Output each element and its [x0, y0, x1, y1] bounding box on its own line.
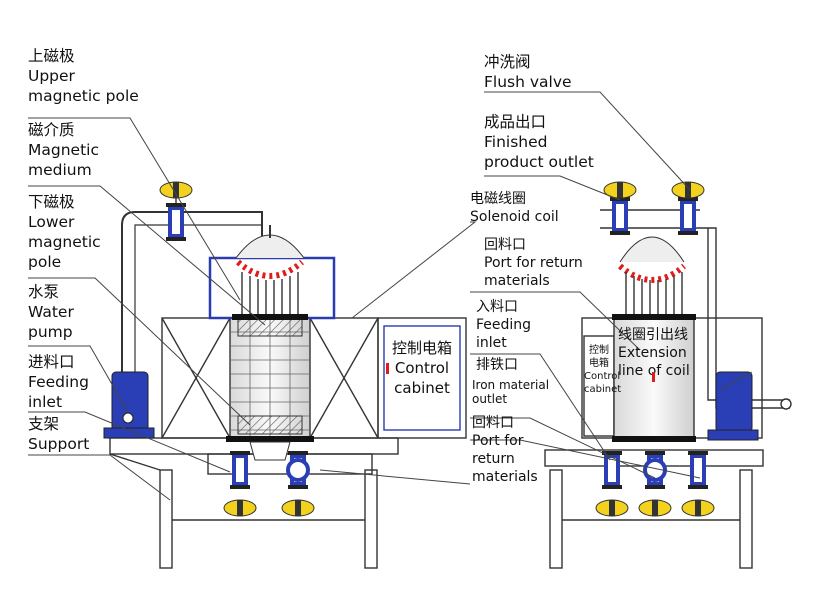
flush-valve-label: 冲洗阀 Flush valve	[484, 53, 572, 91]
control-cabinet-label: 控制电箱 Control cabinet	[391, 339, 452, 397]
left-bottom-valves	[223, 451, 315, 517]
water-pump-label: 水泵 Water pump	[28, 283, 74, 341]
upper-pole-label: 上磁极 Upper magnetic pole	[28, 47, 139, 105]
iron-outlet-en-label: Iron material outlet	[472, 378, 550, 406]
small-cabinet-label: 控制 电箱 Control cabinet	[584, 345, 622, 395]
left-feeding-inlet-label: 进料口 Feeding inlet	[28, 353, 89, 411]
solenoid-coil-label: 电磁线圈 Solenoid coil	[470, 191, 559, 225]
left-column	[208, 225, 336, 461]
finished-outlet-label: 成品出口 Finished product outlet	[484, 113, 594, 171]
return-port-lower-label: 回料口 Port for return materials	[472, 415, 538, 485]
left-water-pump	[103, 371, 155, 439]
cabinet-indicator-icon	[386, 363, 389, 374]
coil-indicator-icon	[652, 372, 655, 382]
right-top-valves	[603, 181, 705, 235]
iron-outlet-cn-label: 排铁口	[476, 357, 518, 373]
leader-lines	[28, 91, 753, 501]
extension-line-label: 线圈引出线 Extension line of coil	[618, 327, 690, 379]
center-feeding-inlet-label: 入料口 Feeding inlet	[476, 299, 532, 351]
support-label: 支架 Support	[28, 415, 90, 453]
lower-pole-label: 下磁极 Lower magnetic pole	[28, 193, 101, 271]
right-bottom-valves	[595, 451, 715, 517]
magnetic-medium-label: 磁介质 Magnetic medium	[28, 121, 99, 179]
return-port-upper-label: 回料口 Port for return materials	[484, 237, 583, 289]
